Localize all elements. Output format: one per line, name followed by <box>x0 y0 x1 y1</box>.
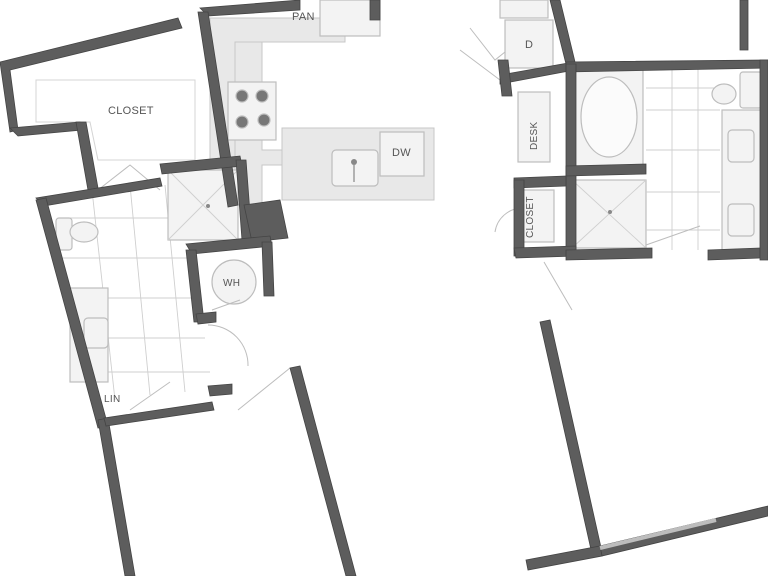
dryer <box>504 19 554 69</box>
bath-sink-icon <box>727 203 755 237</box>
burner-icon <box>257 113 271 127</box>
door-swing <box>645 225 701 246</box>
toilet-bowl-icon <box>711 83 737 105</box>
door-swing <box>543 261 573 311</box>
washer <box>499 0 549 19</box>
dryer-label: D <box>525 39 533 51</box>
toilet-icon <box>739 71 763 109</box>
laundry: D <box>469 0 554 69</box>
desk <box>517 91 551 163</box>
door-swing <box>211 299 241 311</box>
door-swing <box>237 367 291 411</box>
bathtub-basin-icon <box>580 76 638 158</box>
closet-right-label: CLOSET <box>525 196 536 238</box>
faucet-icon <box>351 159 357 165</box>
bath-right-tiles <box>646 64 720 250</box>
desk-label: DESK <box>529 122 540 150</box>
bath-sink-icon <box>727 129 755 163</box>
door-swing <box>129 381 171 411</box>
burner-icon <box>235 89 249 103</box>
pantry-label: PAN <box>292 11 315 23</box>
drain-icon <box>608 210 612 214</box>
closet-right-shelf <box>521 189 555 243</box>
burner-icon <box>255 89 269 103</box>
door-swing <box>459 49 501 81</box>
laundry-door <box>469 27 506 61</box>
closet-label: CLOSET <box>108 105 154 117</box>
door-swing <box>207 324 249 367</box>
closet-left: CLOSET <box>35 79 196 161</box>
bath-left-tiles <box>60 184 210 401</box>
linen-label: LIN <box>104 394 120 405</box>
water-heater-label: WH <box>223 278 240 289</box>
bath-sink-icon <box>83 317 109 349</box>
dishwasher-label: DW <box>392 147 411 159</box>
toilet-bowl-icon <box>69 221 99 243</box>
window <box>599 518 717 550</box>
dishwasher <box>379 131 425 177</box>
drain-icon <box>206 204 210 208</box>
burner-icon <box>235 115 249 129</box>
range <box>227 81 277 141</box>
water-heater-icon <box>211 259 257 305</box>
kitchen-sink-icon <box>331 149 379 187</box>
kitchen: DW PAN <box>209 0 435 206</box>
